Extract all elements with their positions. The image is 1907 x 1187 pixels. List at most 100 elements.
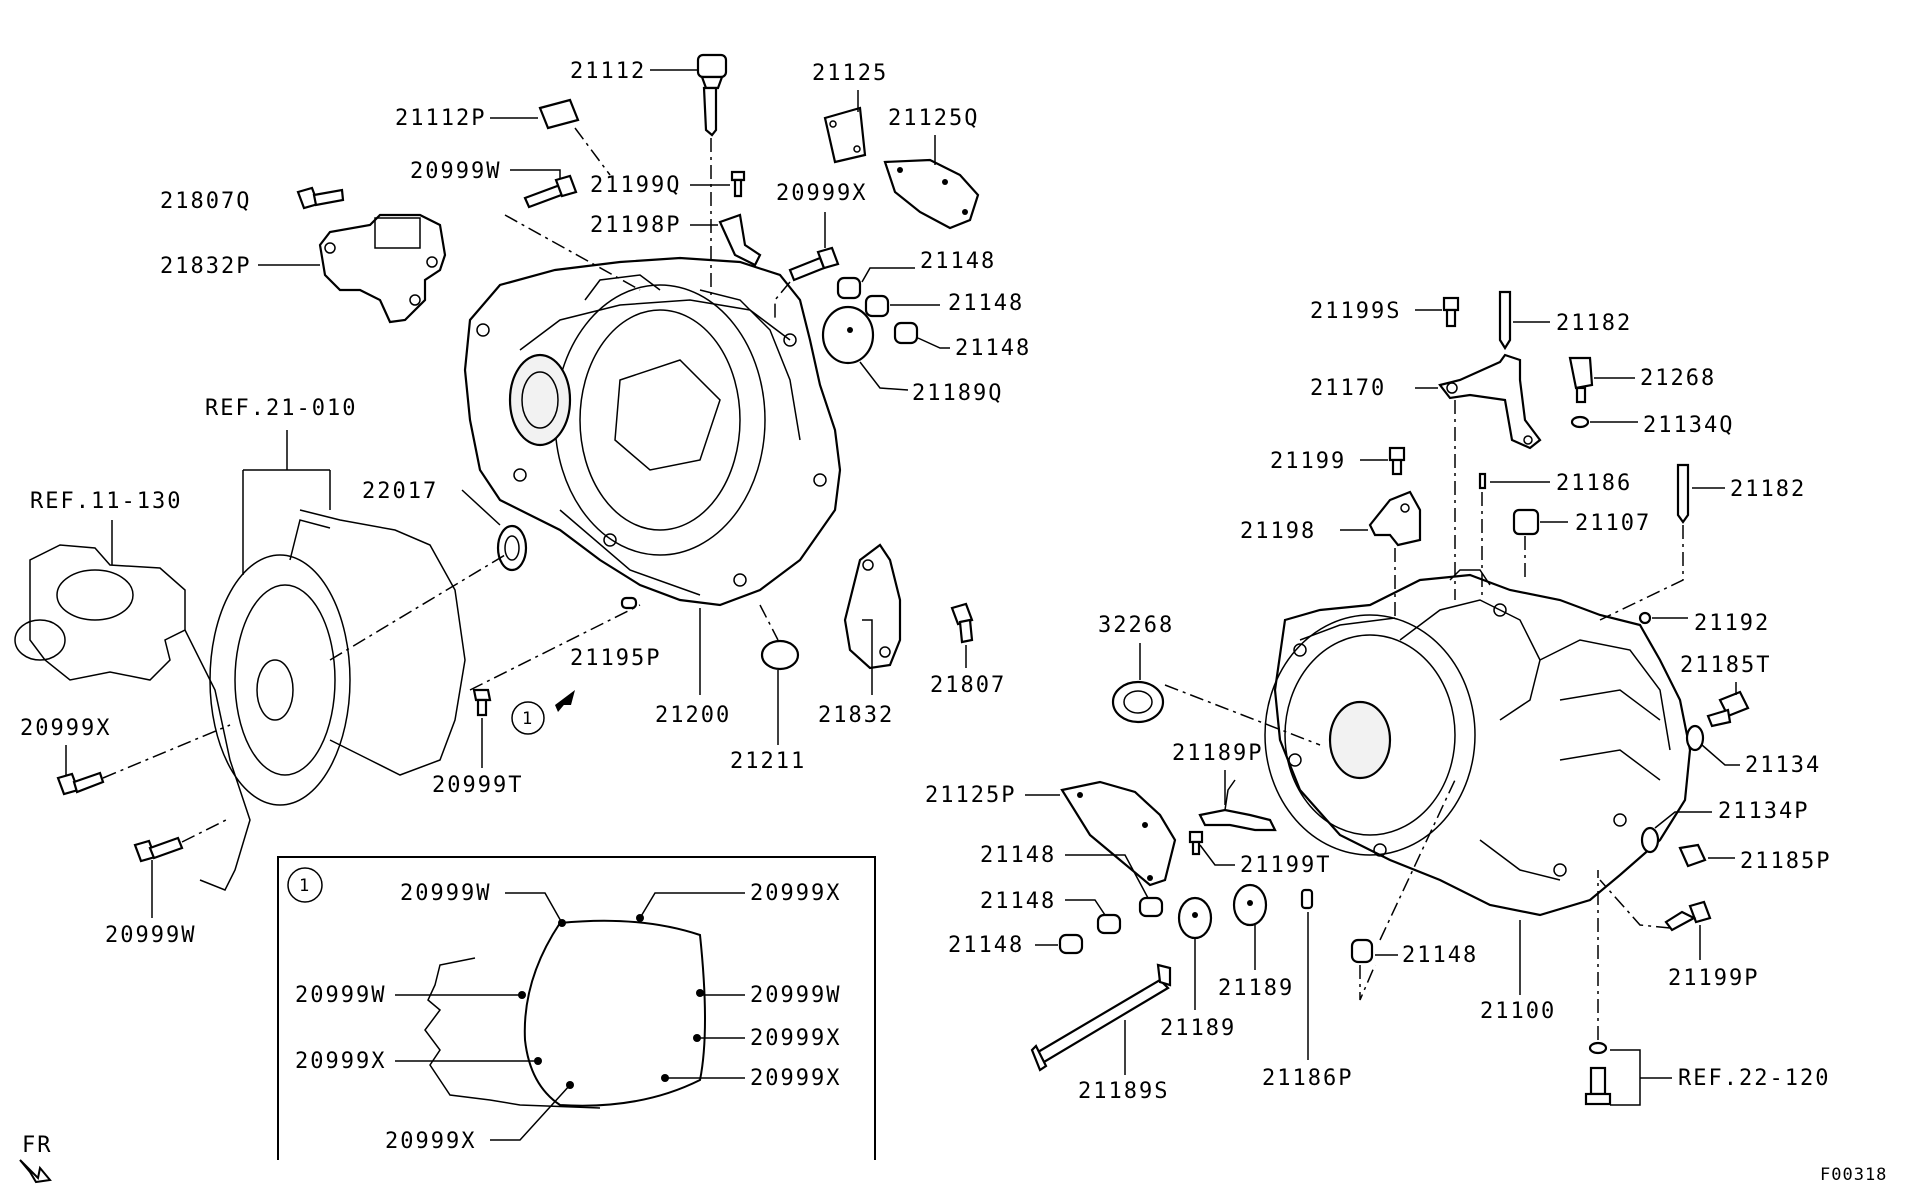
- label-21182-top: 21182: [1556, 311, 1632, 336]
- label-21125Q: 21125Q: [888, 106, 979, 131]
- label-21148-a: 21148: [920, 249, 996, 274]
- inset-label-20999X-right2: 20999X: [750, 1066, 841, 1091]
- plate-21125: [823, 106, 867, 164]
- pin-21186P: [1300, 888, 1314, 910]
- plug-21185P: [1678, 843, 1707, 868]
- label-21134: 21134: [1745, 753, 1821, 778]
- pin-21192: [1638, 611, 1652, 625]
- disc-21189-b: [1232, 883, 1268, 927]
- clip-21112P: [538, 98, 580, 130]
- bushing-21148-a: [836, 276, 862, 300]
- label-21186P: 21186P: [1262, 1066, 1353, 1091]
- gasket-21125Q: [883, 158, 980, 230]
- bolt-21199: [1388, 446, 1406, 476]
- transmission-case-21100: [1264, 569, 1692, 917]
- bracket-21832P: [318, 213, 447, 324]
- label-21807Q: 21807Q: [160, 189, 251, 214]
- callout-number-1: 1: [522, 709, 533, 729]
- bracket-21189P: [1198, 779, 1277, 832]
- ref-11-130-label: REF.11-130: [30, 489, 182, 514]
- engine-block-ref-outline: [14, 544, 251, 891]
- fr-arrow-icon: [19, 1159, 52, 1184]
- dipstick-21112: [696, 53, 728, 137]
- bolt-21199Q: [730, 170, 746, 198]
- label-20999T: 20999T: [432, 773, 523, 798]
- oring-21134Q: [1570, 415, 1590, 429]
- label-21189-b: 21189: [1218, 976, 1294, 1001]
- label-22017: 22017: [362, 479, 438, 504]
- drain-bolt-ref-22-120: [1584, 1041, 1612, 1106]
- oring-21134P: [1640, 826, 1660, 854]
- label-21112P: 21112P: [395, 106, 486, 131]
- label-20999W-left: 20999W: [105, 923, 196, 948]
- rod-21189S: [1030, 963, 1172, 1072]
- label-21148-c: 21148: [955, 336, 1031, 361]
- bushing-21148-right-c: [1058, 933, 1084, 955]
- label-21199P: 21199P: [1668, 966, 1759, 991]
- inset-label-20999X-bottom: 20999X: [385, 1129, 476, 1154]
- label-21189S: 21189S: [1078, 1079, 1169, 1104]
- inset-label-20999W-right: 20999W: [750, 983, 841, 1008]
- label-21112: 21112: [570, 59, 646, 84]
- bushing-21148-c: [893, 321, 919, 345]
- pin-21195P: [620, 596, 638, 610]
- label-21199T: 21199T: [1240, 853, 1331, 878]
- seal-22017: [496, 524, 528, 572]
- oring-21134: [1685, 724, 1705, 752]
- pin-21182-top: [1498, 290, 1512, 351]
- gasket-21125P: [1060, 780, 1177, 887]
- bushing-21148-right-d: [1350, 938, 1374, 964]
- bushing-21148-b: [864, 294, 890, 318]
- bolt-21807Q: [296, 186, 345, 210]
- label-21148-right-a: 21148: [980, 843, 1056, 868]
- label-21832P: 21832P: [160, 254, 251, 279]
- seal-32268: [1111, 680, 1165, 724]
- inset-label-20999X-top: 20999X: [750, 881, 841, 906]
- bracket-21832: [843, 543, 902, 670]
- bushing-21148-right-b: [1096, 913, 1122, 935]
- label-21148-right-d: 21148: [1402, 943, 1478, 968]
- bolt-21807: [950, 602, 974, 644]
- bolt-20999W-left: [133, 836, 184, 863]
- label-21185T: 21185T: [1680, 653, 1771, 678]
- inset-label-20999X-left: 20999X: [295, 1049, 386, 1074]
- bracket-21198: [1368, 490, 1422, 547]
- label-21807: 21807: [930, 673, 1006, 698]
- label-21125P: 21125P: [925, 783, 1016, 808]
- inset-callout-circle: [287, 867, 323, 903]
- label-21211: 21211: [730, 749, 806, 774]
- bracket-21198P: [718, 213, 762, 267]
- label-21148-right-b: 21148: [980, 889, 1056, 914]
- label-21189-a: 21189: [1160, 1016, 1236, 1041]
- bolt-21199T: [1188, 830, 1204, 856]
- label-21125: 21125: [812, 61, 888, 86]
- fr-direction-label: FR: [22, 1133, 53, 1158]
- inset-label-20999W-top: 20999W: [400, 881, 491, 906]
- lever-21170: [1438, 353, 1542, 450]
- label-21182-mid: 21182: [1730, 477, 1806, 502]
- ref-21-010-label: REF.21-010: [205, 396, 357, 421]
- ref-22-120-label: REF.22-120: [1678, 1066, 1830, 1091]
- bolt-20999X-left: [56, 771, 105, 796]
- bolt-20999X-top: [788, 246, 840, 282]
- disc-21189-a: [1177, 896, 1213, 940]
- label-20999X-left: 20999X: [20, 716, 111, 741]
- label-21170: 21170: [1310, 376, 1386, 401]
- label-21134P: 21134P: [1718, 799, 1809, 824]
- label-21832: 21832: [818, 703, 894, 728]
- pin-21182-mid: [1676, 463, 1690, 524]
- figure-code: F00318: [1820, 1165, 1887, 1185]
- disc-21189Q: [821, 305, 875, 365]
- bolt-20999W-top: [523, 174, 578, 209]
- label-21107: 21107: [1575, 511, 1651, 536]
- label-21186: 21186: [1556, 471, 1632, 496]
- label-21148-right-c: 21148: [948, 933, 1024, 958]
- bushing-21148-right-a: [1138, 896, 1164, 918]
- label-21134Q: 21134Q: [1643, 413, 1734, 438]
- inset-label-20999X-right1: 20999X: [750, 1026, 841, 1051]
- bolt-20999T: [472, 688, 492, 717]
- label-21100: 21100: [1480, 999, 1556, 1024]
- label-21268: 21268: [1640, 366, 1716, 391]
- pin-21186: [1478, 472, 1487, 490]
